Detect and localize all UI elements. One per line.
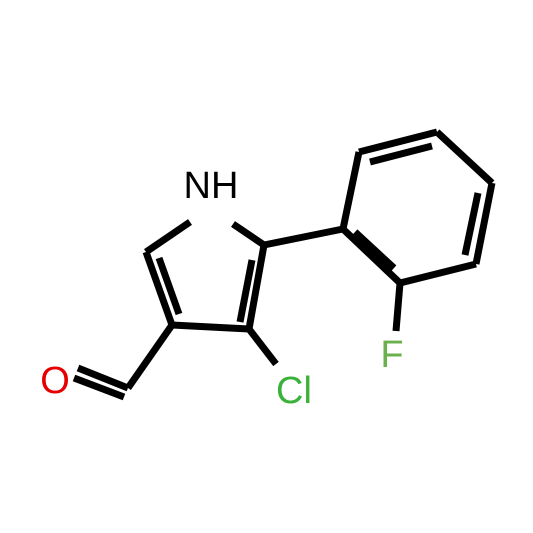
bond-ph2-ph3-inner [369, 142, 433, 166]
bond-c5-n1 [144, 219, 192, 255]
bond-ph5-ph6 [399, 260, 477, 287]
pyrrole-ring [142, 219, 268, 333]
fluorine-label: F [380, 334, 403, 376]
bond-ph4-ph5 [472, 182, 496, 265]
bond-co-lower [72, 374, 126, 401]
bond-c3-c4 [171, 321, 250, 333]
aldehyde-group [72, 322, 175, 401]
bond-c4-c5-inner [155, 256, 183, 316]
bond-c3-cl [246, 326, 279, 367]
bond-ph2-ph3 [358, 128, 438, 156]
bond-c4-c5 [142, 250, 176, 327]
bond-ph6-f [392, 282, 404, 332]
bond-ph6-ph1 [340, 226, 403, 286]
bond-ph3-ph4 [434, 129, 495, 186]
bond-c2-c3 [245, 244, 268, 330]
nitrogen-label: NH [184, 165, 239, 207]
oxygen-label: O [40, 360, 70, 402]
bond-c2-c3-inner [236, 259, 256, 323]
bond-c2-ph [263, 225, 344, 249]
bond-c4-cho [125, 322, 175, 391]
bond-ph6-ph1-inner [352, 229, 397, 271]
bond-co-upper [76, 364, 130, 392]
bond-ph1-ph2 [339, 151, 363, 230]
chlorine-label: Cl [276, 370, 312, 412]
bond-n1-c2 [231, 221, 266, 248]
bond-ph4-ph5-inner [461, 192, 482, 256]
phenyl-ring [263, 128, 496, 287]
